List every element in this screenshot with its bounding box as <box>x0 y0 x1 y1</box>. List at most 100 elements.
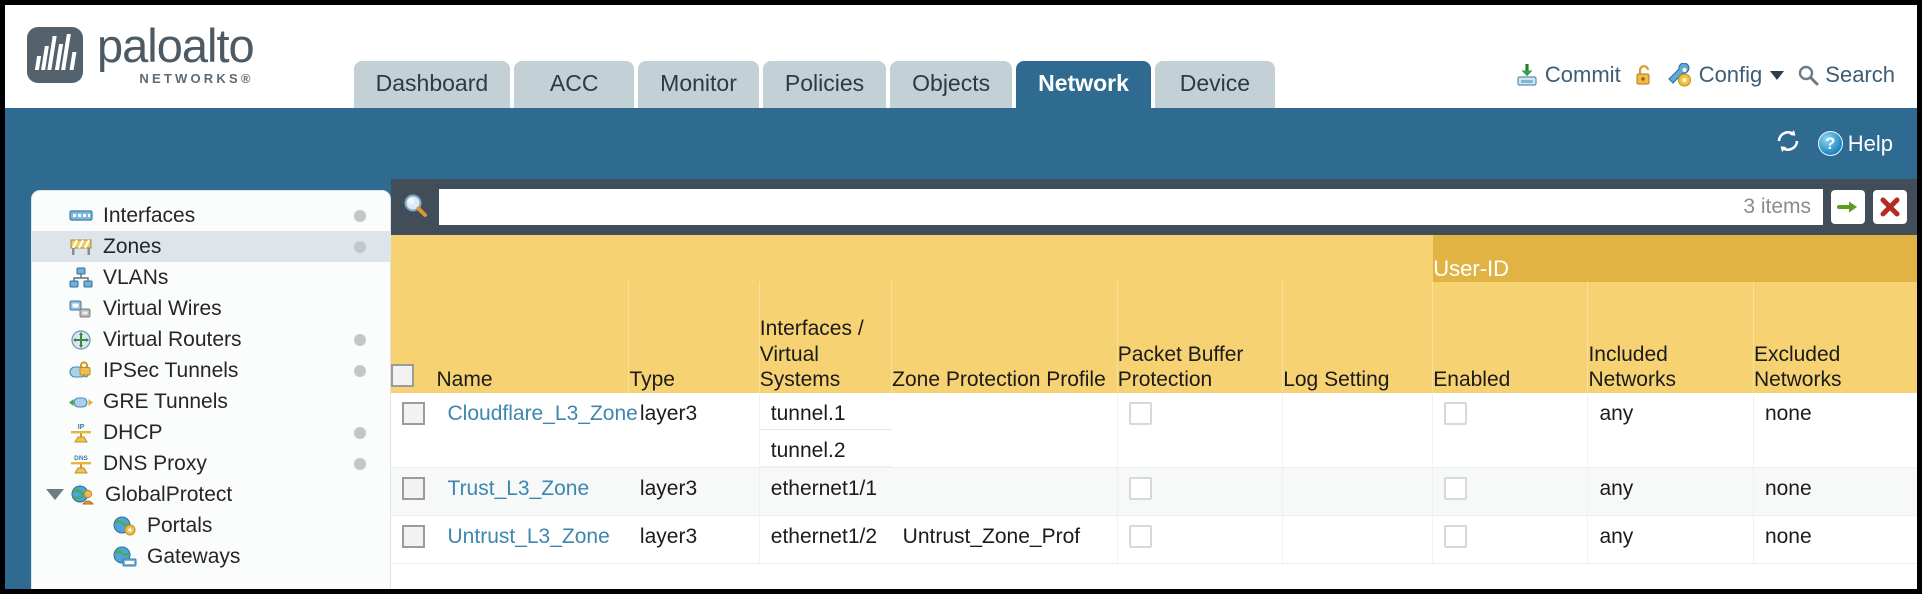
zone-name-link[interactable]: Cloudflare_L3_Zone <box>447 402 638 425</box>
row-select-cell[interactable] <box>391 467 437 516</box>
search-input-wrapper[interactable]: 3 items <box>439 189 1823 225</box>
cell-type: layer3 <box>628 393 760 468</box>
sidebar-item-globalprotect[interactable]: GlobalProtect <box>32 479 390 510</box>
sidebar-item-gre-tunnels[interactable]: GRE Tunnels <box>32 386 390 417</box>
tab-objects[interactable]: Objects <box>890 61 1013 108</box>
sidebar-item-vlans[interactable]: VLANs <box>32 262 390 293</box>
config-label: Config <box>1698 62 1763 87</box>
green-arrow-right-icon <box>1837 201 1857 213</box>
sidebar-label: Gateways <box>147 545 241 568</box>
cell-packet-buffer-protection[interactable] <box>1116 393 1283 468</box>
cell-log-setting <box>1282 467 1433 516</box>
unlock-icon[interactable] <box>1634 64 1654 87</box>
apply-filter-button[interactable] <box>1831 190 1865 224</box>
row-checkbox[interactable] <box>402 402 425 425</box>
cell-name[interactable]: Untrust_L3_Zone <box>436 515 629 564</box>
refresh-icon[interactable] <box>1774 128 1802 160</box>
commit-save-icon <box>1515 63 1539 87</box>
cell-userid-enabled[interactable] <box>1432 467 1588 516</box>
sidebar-item-zones[interactable]: Zones <box>32 231 390 262</box>
sidebar-item-interfaces[interactable]: Interfaces <box>32 200 390 231</box>
column-header-included-networks[interactable]: Included Networks <box>1587 282 1754 393</box>
column-header-name[interactable]: Name <box>436 282 629 393</box>
zone-name-link[interactable]: Untrust_L3_Zone <box>447 525 610 548</box>
sidebar-item-portals[interactable]: Portals <box>32 510 390 541</box>
interfaces-icon <box>68 205 94 227</box>
search-magnifier-icon <box>1797 64 1819 86</box>
table-row[interactable]: Trust_L3_Zone layer3 ethernet1/1 any <box>391 467 1917 516</box>
config-key-icon <box>1667 62 1693 87</box>
sidebar-label: GRE Tunnels <box>103 390 228 413</box>
vlans-icon <box>68 267 94 289</box>
column-header-interfaces-virtual-systems[interactable]: Interfaces / Virtual Systems <box>758 282 892 393</box>
tab-policies[interactable]: Policies <box>762 61 887 108</box>
cell-zone-protection-profile: Untrust_Zone_Prof <box>891 515 1118 564</box>
row-checkbox[interactable] <box>402 525 425 548</box>
config-menu[interactable]: Config <box>1667 62 1785 88</box>
column-header-enabled[interactable]: Enabled <box>1432 282 1588 393</box>
table-row[interactable]: Untrust_L3_Zone layer3 ethernet1/2 Untru… <box>391 515 1917 564</box>
column-header-excluded-networks[interactable]: Excluded Networks <box>1752 282 1917 393</box>
cell-userid-enabled[interactable] <box>1432 515 1588 564</box>
column-header-type[interactable]: Type <box>628 282 760 393</box>
tab-monitor[interactable]: Monitor <box>638 61 759 108</box>
cell-name[interactable]: Cloudflare_L3_Zone <box>436 393 638 468</box>
status-dot <box>354 364 366 377</box>
sidebar-item-dns-proxy[interactable]: DNS DNS Proxy <box>32 448 390 479</box>
brand-tagline: NETWORKS® <box>139 71 254 86</box>
column-header-log-setting[interactable]: Log Setting <box>1282 282 1433 393</box>
tab-device[interactable]: Device <box>1154 61 1275 108</box>
table-search-bar: 3 items <box>391 179 1917 235</box>
sidebar-item-virtual-wires[interactable]: Virtual Wires <box>32 293 390 324</box>
tab-acc[interactable]: ACC <box>514 61 635 108</box>
status-dot <box>354 209 366 222</box>
userid-enabled-checkbox[interactable] <box>1444 525 1468 548</box>
select-all-header[interactable] <box>391 282 437 393</box>
tab-network[interactable]: Network <box>1016 61 1151 108</box>
table-column-header-row: Name Type Interfaces / Virtual Systems Z… <box>391 282 1917 393</box>
column-header-packet-buffer-protection[interactable]: Packet Buffer Protection <box>1116 282 1283 393</box>
cell-interfaces: ethernet1/1 <box>758 467 892 516</box>
userid-enabled-checkbox[interactable] <box>1444 477 1468 500</box>
cell-excluded-networks: none <box>1752 393 1917 468</box>
tab-dashboard[interactable]: Dashboard <box>353 61 511 108</box>
cell-type: layer3 <box>628 467 760 516</box>
table-row[interactable]: Cloudflare_L3_Zone layer3 tunnel.1 tunne… <box>391 393 1917 468</box>
cell-packet-buffer-protection[interactable] <box>1116 515 1283 564</box>
search-input[interactable] <box>439 190 1744 224</box>
search-button[interactable]: Search <box>1797 62 1895 88</box>
commit-button[interactable]: Commit <box>1515 62 1621 88</box>
packet-buffer-protection-checkbox[interactable] <box>1128 477 1152 500</box>
cell-name[interactable]: Trust_L3_Zone <box>436 467 629 516</box>
cell-packet-buffer-protection[interactable] <box>1116 467 1283 516</box>
help-button[interactable]: ? Help <box>1817 131 1893 157</box>
sidebar-item-gateways[interactable]: Gateways <box>32 541 390 572</box>
cell-log-setting <box>1282 393 1433 468</box>
zones-table: User-ID Name Type Interfaces / Virtual S… <box>391 235 1917 564</box>
clear-filter-button[interactable] <box>1873 190 1907 224</box>
column-header-zone-protection-profile[interactable]: Zone Protection Profile <box>891 282 1118 393</box>
packet-buffer-protection-checkbox[interactable] <box>1128 525 1152 548</box>
sidebar-label: Virtual Routers <box>103 328 242 351</box>
row-select-cell[interactable] <box>391 515 437 564</box>
packet-buffer-protection-checkbox[interactable] <box>1128 402 1152 425</box>
triangle-down-icon[interactable] <box>46 489 64 500</box>
table-group-header-row: User-ID <box>391 235 1917 282</box>
cell-zone-protection-profile <box>891 393 1118 468</box>
top-action-bar: Commit Config <box>1515 62 1895 88</box>
sidebar-item-virtual-routers[interactable]: Virtual Routers <box>32 324 390 355</box>
cell-userid-enabled[interactable] <box>1432 393 1588 468</box>
sidebar-label: DHCP <box>103 421 163 444</box>
zone-name-link[interactable]: Trust_L3_Zone <box>447 477 590 500</box>
sidebar-item-dhcp[interactable]: IP DHCP <box>32 417 390 448</box>
search-magnifier-icon[interactable] <box>401 192 431 222</box>
cell-zone-protection-profile <box>891 467 1118 516</box>
sidebar-item-ipsec-tunnels[interactable]: IPSec Tunnels <box>32 355 390 386</box>
row-checkbox[interactable] <box>402 477 425 500</box>
brand-logo[interactable]: paloalto NETWORKS® <box>27 23 255 86</box>
row-select-cell[interactable] <box>391 393 437 468</box>
zones-icon <box>68 236 94 258</box>
select-all-checkbox[interactable] <box>391 364 414 387</box>
userid-enabled-checkbox[interactable] <box>1444 402 1468 425</box>
